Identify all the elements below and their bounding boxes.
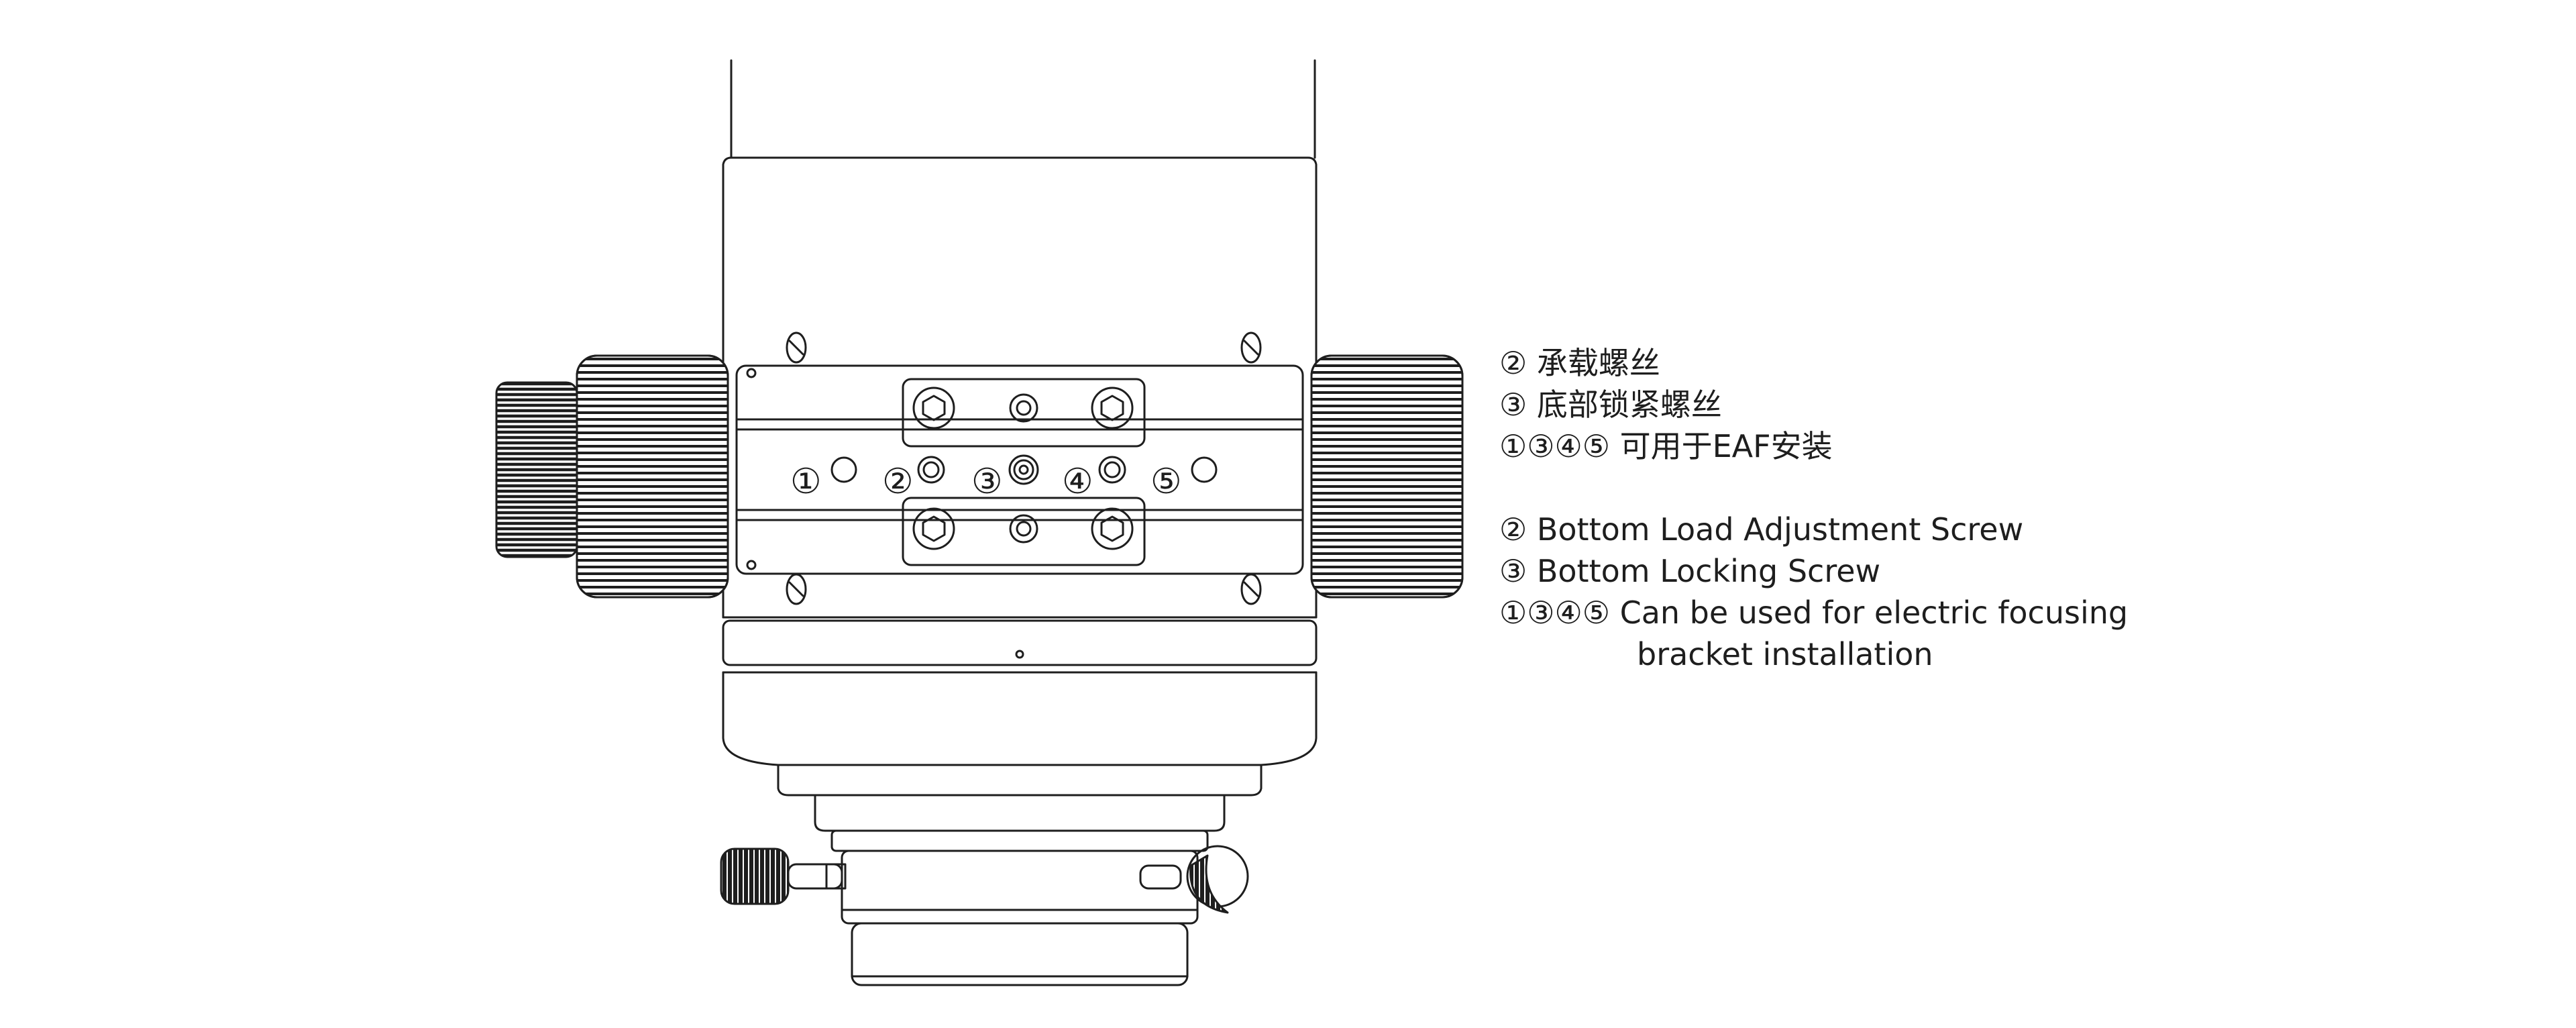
lower-collar [814, 794, 1226, 986]
legend-zh-1: ② 承载螺丝 [1499, 345, 1660, 381]
legend: ② 承载螺丝 ③ 底部锁紧螺丝 ①③④⑤ 可用于EAF安装 ② Bottom L… [1499, 342, 2128, 675]
focuser-bracket [735, 364, 1304, 575]
callout-2: ② [882, 462, 914, 502]
legend-en-1: ② Bottom Load Adjustment Screw [1499, 511, 2024, 548]
screw-3 [1008, 454, 1039, 485]
body-slot-screws [786, 331, 1262, 605]
lower-body [722, 619, 1318, 796]
legend-en-2: ③ Bottom Locking Screw [1499, 553, 1881, 589]
drawtube [730, 59, 1316, 159]
screw-4 [1098, 456, 1126, 484]
right-focus-knob [1310, 354, 1464, 599]
left-focus-knob [495, 354, 729, 599]
lower-clamp-plate [902, 497, 1146, 566]
left-lock-screw [720, 847, 847, 905]
legend-en-4: bracket installation [1637, 636, 1933, 672]
screw-5 [1191, 456, 1218, 483]
legend-zh-3: ①③④⑤ 可用于EAF安装 [1499, 428, 1833, 464]
callout-4: ④ [1062, 462, 1093, 502]
callout-5: ⑤ [1150, 462, 1182, 502]
focuser-body [722, 156, 1318, 619]
upper-clamp-plate [902, 378, 1146, 448]
callout-3: ③ [971, 462, 1003, 502]
callout-1: ① [790, 462, 822, 502]
legend-en-3: ①③④⑤ Can be used for electric focusing [1499, 595, 2129, 631]
right-lock-screw [1139, 845, 1249, 914]
legend-zh-2: ③ 底部锁紧螺丝 [1499, 387, 1722, 423]
screw-1 [830, 456, 857, 483]
screw-2 [917, 456, 945, 484]
legend-gap [1499, 467, 2128, 509]
